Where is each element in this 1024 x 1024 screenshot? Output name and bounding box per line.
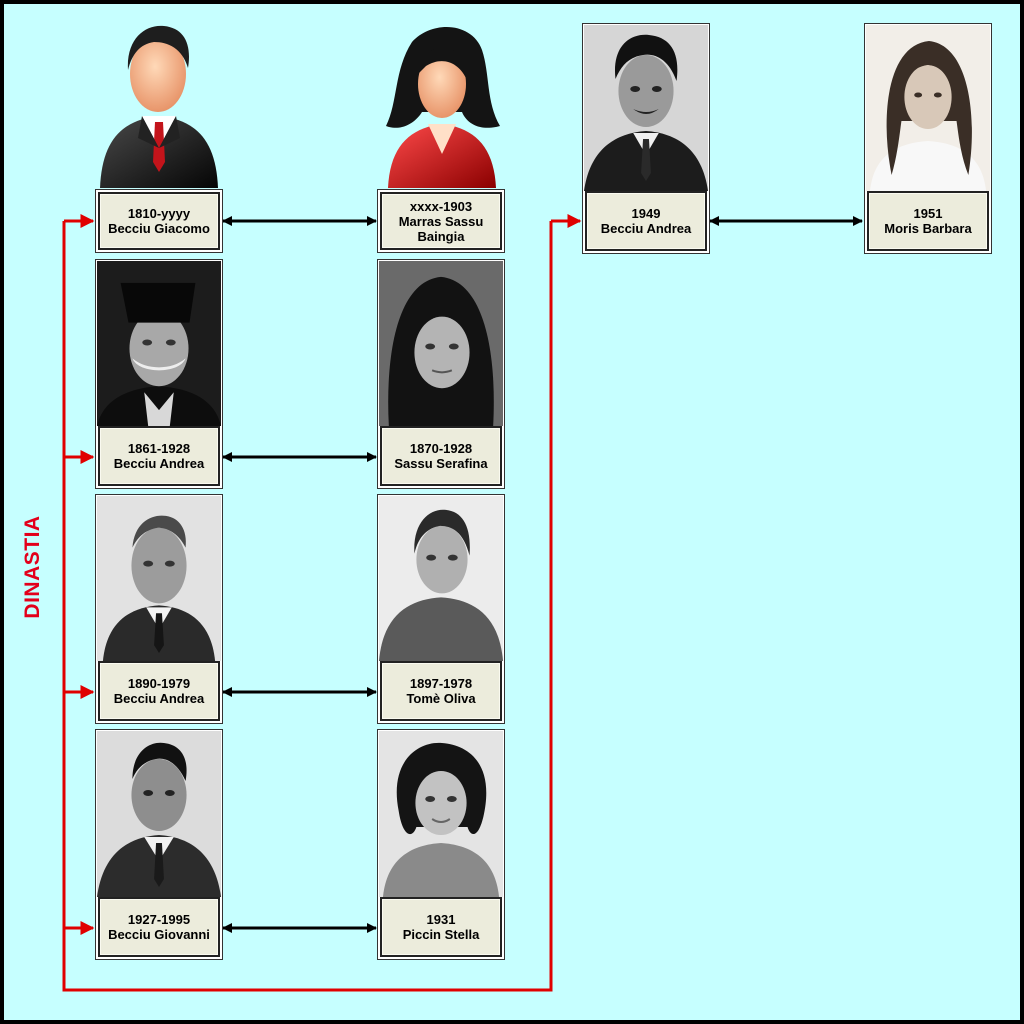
person-card-becciu-andrea-1890[interactable]: 1890-1979 Becciu Andrea: [95, 494, 223, 724]
person-label: 1861-1928 Becciu Andrea: [98, 426, 220, 486]
person-name: Becciu Andrea: [600, 221, 692, 236]
person-label: 1870-1928 Sassu Serafina: [380, 426, 502, 486]
woman-portrait-icon: [379, 496, 503, 661]
person-label: xxxx-1903 Marras Sassu Baingia: [380, 192, 502, 250]
woman-curly-hair-portrait-icon: [379, 731, 503, 897]
person-name: Sassu Serafina: [394, 456, 488, 471]
person-card-tome-oliva[interactable]: 1897-1978 Tomè Oliva: [377, 494, 505, 724]
person-card-moris-barbara[interactable]: 1951 Moris Barbara: [864, 23, 992, 254]
person-years: 1949: [631, 206, 661, 221]
person-card-becciu-giacomo[interactable]: 1810-yyyy Becciu Giacomo: [95, 189, 223, 253]
person-card-piccin-stella[interactable]: 1931 Piccin Stella: [377, 729, 505, 960]
dynasty-label: DINASTIA: [21, 515, 44, 619]
person-years: xxxx-1903: [409, 198, 473, 214]
person-years: 1951: [913, 206, 943, 221]
person-card-marras-sassu-baingia[interactable]: xxxx-1903 Marras Sassu Baingia: [377, 189, 505, 253]
person-card-becciu-giovanni[interactable]: 1927-1995 Becciu Giovanni: [95, 729, 223, 960]
person-years: 1890-1979: [127, 676, 191, 691]
person-label: 1897-1978 Tomè Oliva: [380, 661, 502, 721]
person-years: 1870-1928: [409, 441, 473, 456]
woman-headscarf-portrait-icon: [379, 261, 503, 426]
man-mustache-portrait-icon: [584, 25, 708, 191]
person-name-line2: Baingia: [417, 228, 465, 244]
person-label: 1931 Piccin Stella: [380, 897, 502, 957]
dynasty-trunk-line: [62, 221, 553, 992]
person-name: Tomè Oliva: [406, 691, 476, 706]
person-card-becciu-andrea-1949[interactable]: 1949 Becciu Andrea: [582, 23, 710, 254]
person-years: 1810-yyyy: [127, 206, 191, 221]
man-suit-portrait-icon: [97, 731, 221, 897]
female-avatar-icon: [382, 22, 502, 188]
person-name: Becciu Andrea: [113, 691, 205, 706]
male-avatar-icon: [98, 22, 220, 188]
person-label: 1810-yyyy Becciu Giacomo: [98, 192, 220, 250]
man-tie-portrait-icon: [97, 496, 221, 661]
person-card-becciu-andrea-1861[interactable]: 1861-1928 Becciu Andrea: [95, 259, 223, 489]
person-name: Becciu Andrea: [113, 456, 205, 471]
person-name-line1: Marras Sassu: [398, 213, 484, 229]
person-name: Becciu Giacomo: [108, 221, 210, 236]
woman-long-hair-portrait-icon: [866, 25, 990, 191]
person-years: 1861-1928: [127, 441, 191, 456]
person-card-sassu-serafina[interactable]: 1870-1928 Sassu Serafina: [377, 259, 505, 489]
person-name: Becciu Giovanni: [108, 927, 210, 942]
person-label: 1951 Moris Barbara: [867, 191, 989, 251]
person-years: 1897-1978: [409, 676, 473, 691]
person-label: 1927-1995 Becciu Giovanni: [98, 897, 220, 957]
man-hat-mustache-portrait-icon: [97, 261, 221, 426]
person-name: Moris Barbara: [884, 221, 972, 236]
person-label: 1890-1979 Becciu Andrea: [98, 661, 220, 721]
person-name: Piccin Stella: [402, 927, 480, 942]
person-years: 1931: [426, 912, 456, 927]
person-years: 1927-1995: [127, 912, 191, 927]
person-label: 1949 Becciu Andrea: [585, 191, 707, 251]
